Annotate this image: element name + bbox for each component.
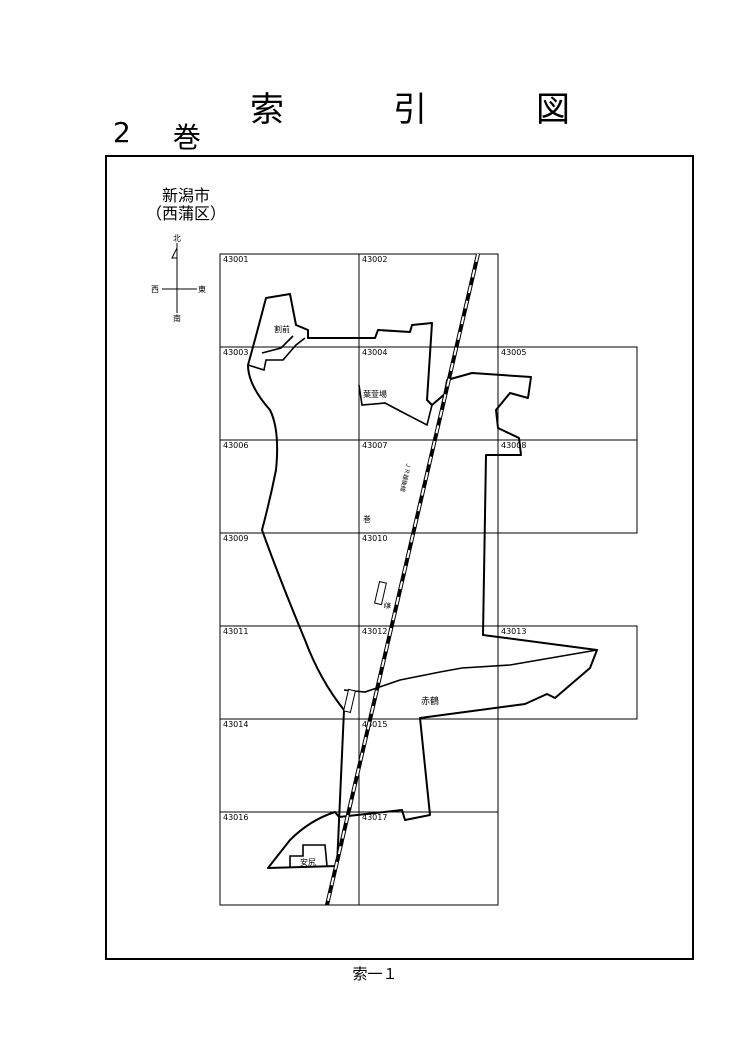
cell-number: 43011 (223, 627, 248, 636)
cell-number: 43014 (223, 720, 248, 729)
page-number: 索一１ (352, 965, 398, 983)
title-char: 索 (250, 90, 284, 130)
place-ajiri: 安尻 (300, 857, 316, 867)
volume-number: 2 (113, 116, 131, 149)
compass-north: 北 (173, 234, 181, 243)
grid-cell[interactable] (497, 346, 638, 441)
sheet-numbers: 43001 43002 43003 43004 43005 43006 4300… (223, 255, 526, 822)
page-title: 索 引 図 (250, 82, 570, 131)
title-char: 図 (536, 90, 570, 130)
map-frame (105, 155, 694, 960)
cell-number: 43006 (223, 441, 248, 450)
cell-number: 43004 (362, 348, 387, 357)
cell-number: 43002 (362, 255, 387, 264)
cell-number: 43017 (362, 813, 387, 822)
place-warimae: 割前 (274, 324, 290, 334)
warimae-boundary (247, 337, 306, 372)
cell-number: 43007 (362, 441, 387, 450)
kayaba-boundary (358, 384, 433, 427)
cell-number: 43005 (501, 348, 526, 357)
cell-number: 43016 (223, 813, 248, 822)
grid-cell[interactable] (219, 439, 360, 534)
cell-number: 43015 (362, 720, 387, 729)
volume-heading: 2 巻 (113, 116, 201, 156)
compass-east: 東 (198, 284, 206, 294)
sheet-grid (219, 253, 638, 906)
grid-cell[interactable] (358, 811, 499, 906)
grid-cell[interactable] (358, 532, 499, 627)
title-char: 引 (393, 90, 427, 130)
volume-name: 巻 (172, 121, 201, 154)
cell-number: 43012 (362, 627, 387, 636)
city-name: 新潟市 (162, 186, 211, 205)
cell-number: 43003 (223, 348, 248, 357)
grid-cell[interactable] (497, 439, 638, 534)
grid-cell[interactable] (497, 625, 638, 720)
north-arrow-icon (171, 247, 178, 259)
place-kayaba: 葉萱場 (363, 389, 387, 399)
grid-cell[interactable] (219, 625, 360, 720)
maki-station-icon (374, 581, 387, 606)
grid-cell[interactable] (219, 718, 360, 813)
grid-cell[interactable] (358, 439, 499, 534)
station-maki-label: 巻 (383, 602, 392, 609)
compass: 北 南 西 東 (151, 234, 206, 323)
sub-boundaries (247, 335, 598, 868)
cell-number: 43010 (362, 534, 387, 543)
cell-number: 43009 (223, 534, 248, 543)
station-icon (343, 688, 356, 713)
cell-number: 43013 (501, 627, 526, 636)
ajiri-boundary (289, 844, 328, 868)
place-maki: 巻 (363, 514, 371, 524)
warimae-inner (261, 335, 294, 354)
railway-line (325, 253, 480, 906)
grid-cell[interactable] (219, 532, 360, 627)
cell-number: 43008 (501, 441, 526, 450)
compass-west: 西 (151, 285, 159, 294)
city-label: 新潟市 （西蒲区） (146, 187, 226, 223)
railway-label: ＪＲ越後線 (398, 462, 413, 493)
ward-name: （西蒲区） (146, 204, 227, 223)
akayakata-boundary (343, 649, 598, 693)
compass-south: 南 (173, 313, 181, 323)
district-boundary (247, 293, 598, 869)
grid-cell[interactable] (219, 346, 360, 441)
grid-cell[interactable] (358, 253, 499, 348)
place-akayakata: 赤鶴 (421, 695, 439, 707)
cell-number: 43001 (223, 255, 248, 264)
